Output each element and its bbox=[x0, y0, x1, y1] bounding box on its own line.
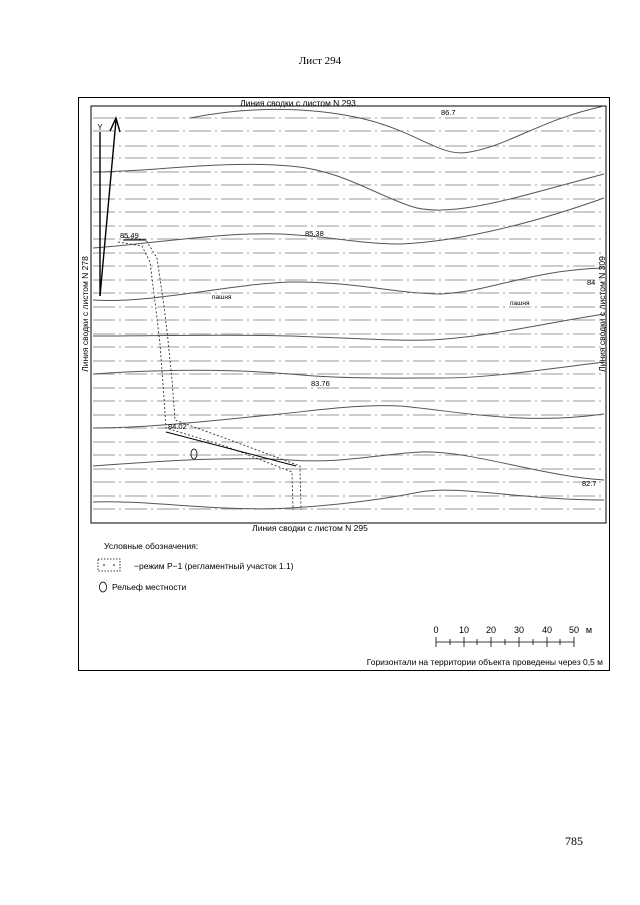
elevation-label: 83.76 bbox=[311, 379, 330, 388]
border-label-top: Линия сводки с листом N 293 bbox=[240, 98, 356, 108]
legend-title: Условные обозначения: bbox=[104, 541, 198, 551]
border-label-right: Линия сводки с листом N 309 bbox=[597, 256, 607, 372]
elevation-label: 85.49 bbox=[120, 231, 139, 240]
legend-dotted-rect-icon bbox=[97, 558, 121, 572]
plot-grid bbox=[93, 117, 604, 510]
sheet-title: Лист 294 bbox=[298, 55, 342, 67]
legend-item-regime: −режим Р−1 (регламентный участок 1.1) bbox=[134, 561, 294, 571]
map-inner-boundary bbox=[90, 105, 607, 524]
map-frame bbox=[78, 97, 610, 671]
elevation-label: 82.7 bbox=[582, 479, 597, 488]
land-label: пашня bbox=[212, 294, 232, 301]
land-label: пашня bbox=[510, 300, 530, 307]
elevation-label: 84.02 bbox=[168, 422, 187, 431]
contour-interval-note: Горизонтали на территории объекта провед… bbox=[367, 657, 603, 667]
scale-tick: 10 bbox=[459, 625, 469, 635]
contour-lines bbox=[92, 105, 605, 510]
legend-dot bbox=[103, 564, 105, 566]
plot-edge-line bbox=[165, 431, 297, 467]
scale-unit: м bbox=[586, 625, 592, 635]
scale-tick: 50 bbox=[569, 625, 579, 635]
scale-bar bbox=[435, 637, 575, 647]
scale-tick: 20 bbox=[486, 625, 496, 635]
elevation-label: 84 bbox=[587, 278, 595, 287]
elevation-label: 86.7 bbox=[441, 108, 456, 117]
grid-label: Y bbox=[97, 123, 103, 132]
regulated-plot-boundary bbox=[117, 236, 302, 511]
legend-item-relief: Рельеф местности bbox=[112, 582, 186, 592]
scale-tick: 40 bbox=[542, 625, 552, 635]
border-label-left: Линия сводки с листом N 278 bbox=[80, 256, 90, 372]
page-number: 785 bbox=[565, 834, 583, 848]
elevation-label: 85.38 bbox=[305, 229, 324, 238]
north-arrow-icon bbox=[99, 115, 121, 297]
border-label-bottom: Линия сводки с листом N 295 bbox=[252, 523, 368, 533]
scale-tick: 30 bbox=[514, 625, 524, 635]
relief-symbol-icon bbox=[190, 448, 198, 460]
scale-tick: 0 bbox=[433, 625, 438, 635]
legend-dot bbox=[113, 564, 115, 566]
legend-relief-icon bbox=[99, 581, 107, 593]
